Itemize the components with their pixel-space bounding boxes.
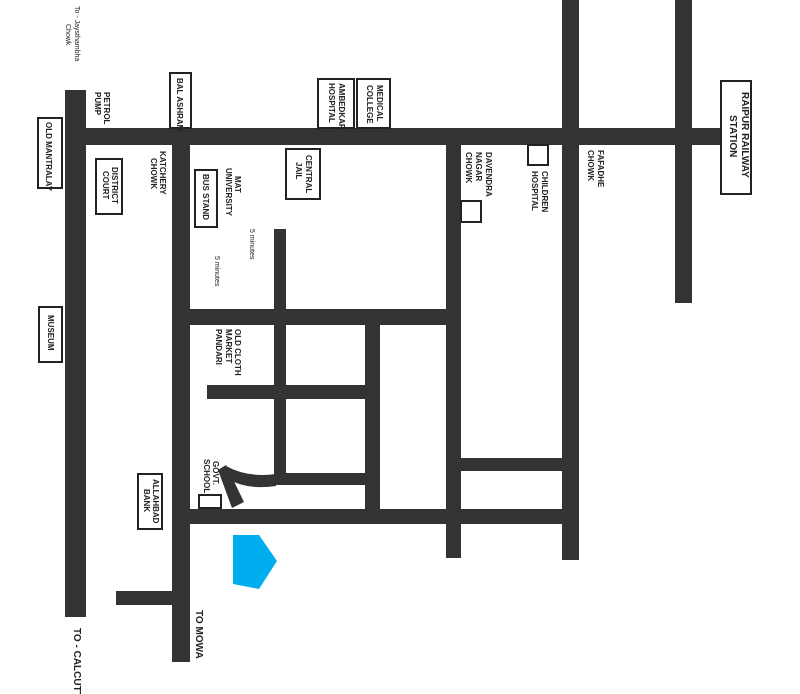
label-bank: BANK <box>142 489 151 512</box>
label-market: MARKET <box>224 329 233 363</box>
label-raipur-railway: RAIPUR RAILWAY <box>739 92 750 178</box>
central-jail-box <box>285 148 321 200</box>
road-calcutta-stub <box>116 591 172 605</box>
label-to-calcutta: TO - CALCUTTA <box>71 628 82 694</box>
label-district: DISTRICT <box>110 167 119 204</box>
label-station: STATION <box>727 115 738 157</box>
road-mid-horizontal <box>190 309 446 325</box>
labels: To - Jaysthambha Chowk PETROL PUMP BAL A… <box>44 6 750 694</box>
road-davendra-vertical <box>446 145 461 558</box>
road-main-top <box>65 128 720 145</box>
label-children-hospital: HOSPITAL <box>530 171 539 211</box>
label-fafadhe: FAFADHE <box>596 150 605 188</box>
label-five-minutes-2: 5 minutes <box>213 256 220 287</box>
road-fafadhe-vertical <box>562 0 579 560</box>
bus-stand-box <box>194 169 218 228</box>
label-petrol: PETROL <box>102 92 111 125</box>
road-inner-vertical-2 <box>365 325 380 510</box>
label-ambedkar-hospital: HOSPITAL <box>327 83 336 123</box>
label-college: COLLEGE <box>365 85 374 124</box>
label-court: COURT <box>101 171 110 200</box>
label-pump: PUMP <box>93 92 102 116</box>
bal-ashram-box <box>169 72 192 129</box>
label-children: CHILDREN <box>540 171 549 213</box>
label-school: SCHOOL <box>202 459 211 493</box>
landmark-boxes <box>37 72 752 530</box>
label-bal-ashram: BAL ASHRAM <box>175 78 184 132</box>
old-mantralay-box <box>37 117 63 189</box>
label-allahbad: ALLAHBAD <box>151 479 160 524</box>
label-to-jaysthambha: To - Jaysthambha <box>73 6 80 61</box>
label-to-mowa: TO MOWA <box>193 610 204 659</box>
label-govt: GOVT. <box>211 461 220 485</box>
davendra-marker-box <box>460 200 482 223</box>
road-school-curve <box>218 465 244 508</box>
label-pandari: PANDARI <box>214 329 223 365</box>
road-inner-vertical-1 <box>274 325 286 475</box>
label-davendra: DAVENDRA <box>484 152 493 197</box>
label-jail: JAIL <box>294 162 303 179</box>
road-inner-horizontal <box>274 473 380 485</box>
label-central: CENTRAL <box>304 155 313 193</box>
road-east-vertical <box>675 0 692 303</box>
label-davendra-chowk: CHOWK <box>464 152 473 183</box>
museum-box <box>38 306 63 363</box>
label-medical: MEDICAL <box>375 85 384 122</box>
govt-school-marker-box <box>198 494 222 509</box>
label-mat: MAT <box>233 176 242 193</box>
destination-arrow-icon <box>233 535 277 589</box>
label-katchery-chowk: CHOWK <box>149 158 158 189</box>
road-five-min-stub <box>274 229 286 310</box>
label-nagar: NAGAR <box>474 152 483 182</box>
road-lower-horizontal <box>190 509 579 524</box>
label-bus-stand: BUS STAND <box>201 174 210 220</box>
roads <box>65 0 720 662</box>
road-school-bend <box>226 466 276 488</box>
road-pandari-horizontal <box>207 385 380 399</box>
medical-college-box <box>356 78 391 129</box>
label-jaysthambha-chowk: Chowk <box>64 24 71 46</box>
railway-station-box <box>720 80 752 195</box>
label-university: UNIVERSITY <box>224 168 233 217</box>
label-katchery: KATCHERY <box>158 151 167 195</box>
children-hospital-marker-box <box>527 144 549 166</box>
label-ambedkar: AMBEDKAR <box>337 83 346 130</box>
label-museum: MUSEUM <box>46 315 55 351</box>
district-court-box <box>95 158 123 215</box>
road-main-west <box>65 90 86 617</box>
label-old-cloth: OLD CLOTH <box>233 329 242 376</box>
road-east-connector <box>461 458 562 471</box>
label-old-mantralay: OLD MANTRALAY <box>44 122 53 192</box>
label-fafadhe-chowk: CHOWK <box>586 150 595 181</box>
allahbad-bank-box <box>137 473 163 530</box>
label-five-minutes-1: 5 minutes <box>248 229 255 260</box>
ambedkar-hospital-box <box>317 78 355 129</box>
road-katchery-vertical <box>172 128 190 662</box>
